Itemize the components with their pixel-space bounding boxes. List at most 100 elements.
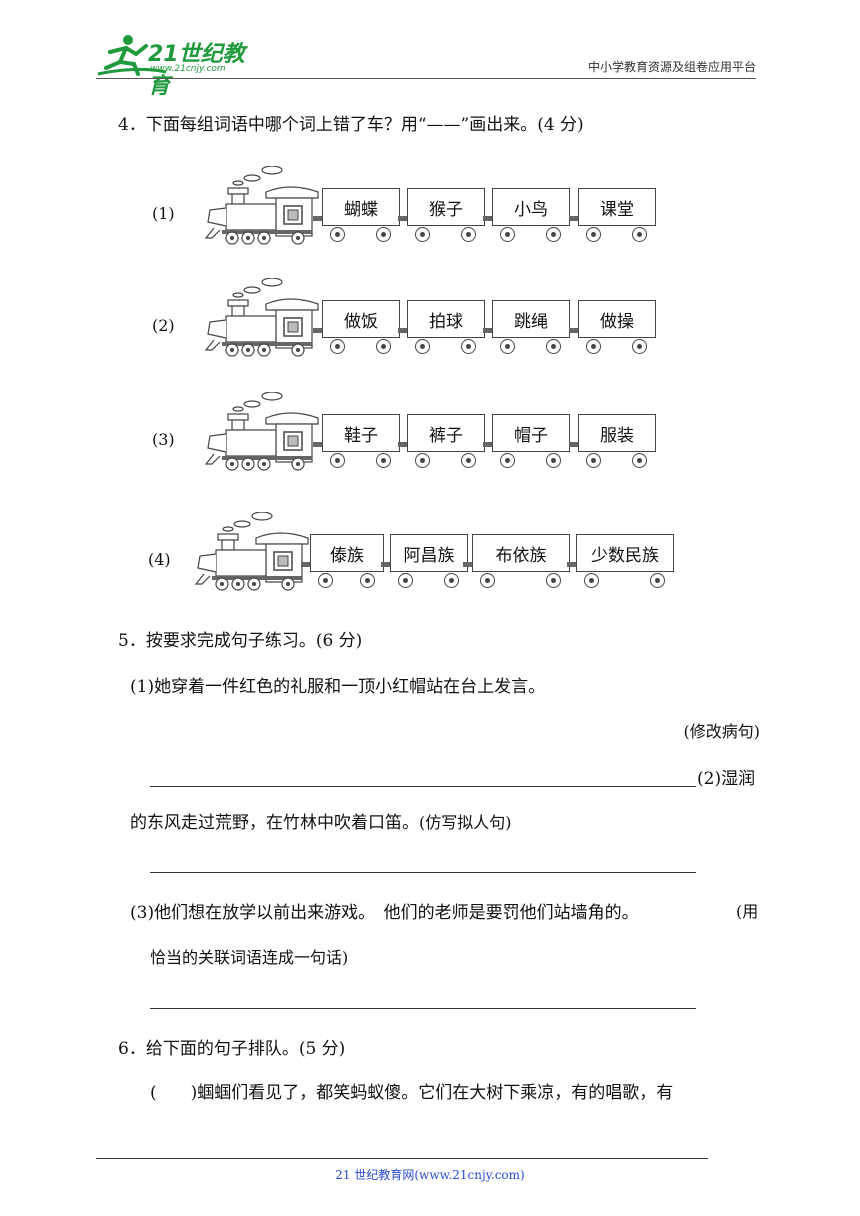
coupler: [483, 442, 492, 447]
coupler: [381, 562, 390, 567]
logo-url: www.21cnjy.com: [150, 64, 226, 74]
footer-text: 21 世纪教育网(www.21cnjy.com): [335, 1168, 525, 1182]
wheel-icon: [500, 227, 515, 242]
train-number: (3): [152, 430, 175, 449]
wheel-icon: [461, 339, 476, 354]
wheel-icon: [546, 227, 561, 242]
wheel-icon: [461, 227, 476, 242]
q5-sentence-3: (3)他们想在放学以前出来游戏。 他们的老师是要罚他们站墙角的。: [130, 903, 639, 923]
train-row: (2) 做饭拍球跳绳做操: [150, 278, 670, 400]
locomotive-icon: [194, 512, 309, 591]
q5-hint-2: (仿写拟人句): [419, 813, 512, 832]
q6-title: 6．给下面的句子排队。(5 分): [118, 1039, 346, 1059]
coupler: [569, 328, 578, 333]
train-car-word[interactable]: 帽子: [492, 414, 570, 452]
train-car-word[interactable]: 鞋子: [322, 414, 400, 452]
coupler: [398, 442, 407, 447]
coupler: [463, 562, 472, 567]
wheel-icon: [360, 573, 375, 588]
wheel-icon: [376, 453, 391, 468]
q6-sentence-1: 蝈蝈们看见了，都笑蚂蚁傻。它们在大树下乘凉，有的唱歌，有: [197, 1083, 674, 1103]
wheel-icon: [330, 339, 345, 354]
coupler: [301, 562, 310, 567]
train-car-word[interactable]: 布依族: [472, 534, 570, 572]
locomotive-icon: [204, 278, 319, 357]
answer-line-2[interactable]: [150, 872, 696, 873]
q5-hint-3a: (用: [736, 902, 759, 921]
logo-text: 21世纪教育: [148, 42, 245, 99]
wheel-icon: [586, 227, 601, 242]
train-car-word[interactable]: 阿昌族: [390, 534, 468, 572]
wheel-icon: [415, 339, 430, 354]
wheel-icon: [632, 339, 647, 354]
coupler: [313, 216, 322, 221]
coupler: [569, 442, 578, 447]
train-car-word[interactable]: 裤子: [407, 414, 485, 452]
runner-logo-icon: [97, 35, 167, 76]
coupler: [567, 562, 576, 567]
wheel-icon: [586, 453, 601, 468]
coupler: [483, 328, 492, 333]
q5-sentence-2-start: (2)湿润: [697, 769, 756, 789]
coupler: [398, 328, 407, 333]
wheel-icon: [632, 453, 647, 468]
wheel-icon: [500, 339, 515, 354]
wheel-icon: [398, 573, 413, 588]
wheel-icon: [461, 453, 476, 468]
q5-sentence-1: (1)她穿着一件红色的礼服和一顶小红帽站在台上发言。: [130, 677, 546, 697]
footer-divider: [96, 1158, 708, 1159]
train-row: (1) 蝴蝶猴子小鸟课堂: [150, 166, 670, 288]
wheel-icon: [376, 227, 391, 242]
train-number: (1): [152, 204, 175, 223]
train-car-word[interactable]: 傣族: [310, 534, 384, 572]
train-car-word[interactable]: 蝴蝶: [322, 188, 400, 226]
coupler: [398, 216, 407, 221]
site-name: 中小学教育资源及组卷应用平台: [587, 60, 756, 74]
train-car-word[interactable]: 小鸟: [492, 188, 570, 226]
answer-bracket[interactable]: ( ): [150, 1083, 198, 1103]
train-car-word[interactable]: 少数民族: [576, 534, 674, 572]
header-divider: [96, 78, 756, 79]
q4-title: 4．下面每组词语中哪个词上错了车？用“——”画出来。(4 分): [118, 115, 584, 135]
wheel-icon: [376, 339, 391, 354]
answer-line-3[interactable]: [150, 1008, 696, 1009]
train-car-word[interactable]: 课堂: [578, 188, 656, 226]
coupler: [483, 216, 492, 221]
q5-hint-3b: 恰当的关联词语连成一句话): [150, 948, 349, 967]
coupler: [313, 442, 322, 447]
wheel-icon: [415, 453, 430, 468]
coupler: [569, 216, 578, 221]
wheel-icon: [318, 573, 333, 588]
q5-sentence-2: 的东风走过荒野，在竹林中吹着口笛。(仿写拟人句): [130, 808, 512, 833]
train-row: (3) 鞋子裤子帽子服装: [150, 392, 670, 514]
train-car-word[interactable]: 猴子: [407, 188, 485, 226]
coupler: [313, 328, 322, 333]
q6-line-1: ( )蝈蝈们看见了，都笑蚂蚁傻。它们在大树下乘凉，有的唱歌，有: [150, 1078, 673, 1103]
wheel-icon: [415, 227, 430, 242]
wheel-icon: [480, 573, 495, 588]
site-logo: 21世纪教育 www.21cnjy.com: [96, 30, 266, 99]
wheel-icon: [546, 339, 561, 354]
q5-title: 5．按要求完成句子练习。(6 分): [118, 631, 363, 651]
wheel-icon: [632, 227, 647, 242]
train-car-word[interactable]: 做操: [578, 300, 656, 338]
q5-hint-1: (修改病句): [683, 722, 761, 741]
wheel-icon: [330, 453, 345, 468]
locomotive-icon: [204, 166, 319, 245]
wheel-icon: [546, 573, 561, 588]
q5-sentence-2-text: 的东风走过荒野，在竹林中吹着口笛。: [130, 813, 419, 833]
train-number: (4): [148, 550, 171, 569]
answer-line-1[interactable]: [150, 786, 696, 787]
wheel-icon: [650, 573, 665, 588]
wheel-icon: [584, 573, 599, 588]
wheel-icon: [546, 453, 561, 468]
train-car-word[interactable]: 服装: [578, 414, 656, 452]
train-car-word[interactable]: 做饭: [322, 300, 400, 338]
train-number: (2): [152, 316, 175, 335]
train-car-word[interactable]: 拍球: [407, 300, 485, 338]
wheel-icon: [444, 573, 459, 588]
wheel-icon: [330, 227, 345, 242]
train-car-word[interactable]: 跳绳: [492, 300, 570, 338]
wheel-icon: [500, 453, 515, 468]
locomotive-icon: [204, 392, 319, 471]
